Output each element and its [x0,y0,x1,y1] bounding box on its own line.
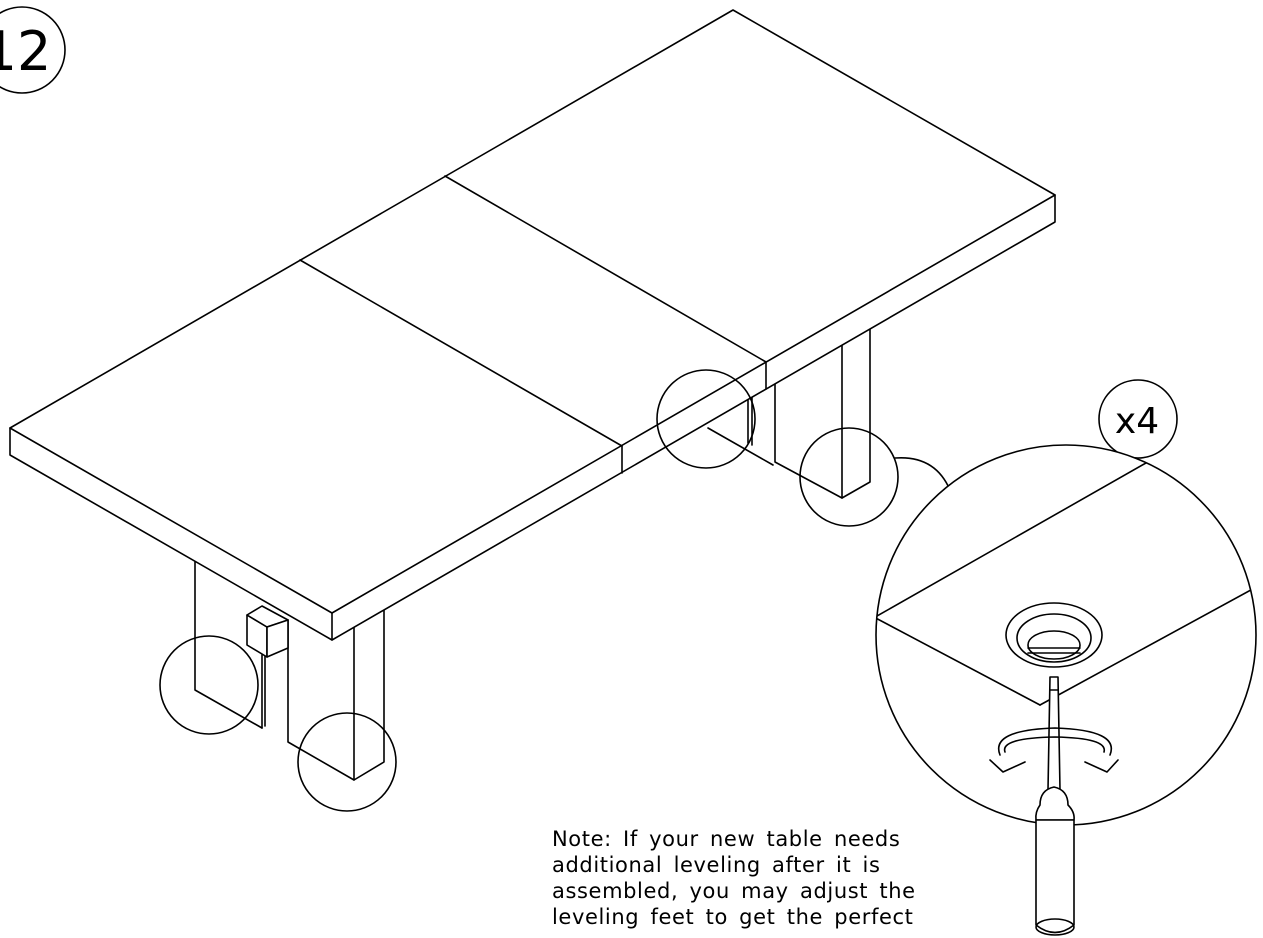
detail-callout [875,444,1257,936]
note-line: assembled, you may adjust the [552,879,916,903]
leg-bracket [246,605,289,658]
foot-circle-3 [656,369,756,469]
step-badge: 12 [0,6,66,94]
callout-connector [894,457,951,491]
leveling-foot [1005,602,1103,668]
rotation-arrow-icon [989,727,1119,773]
note-line: additional leveling after it is [552,853,881,877]
screwdriver [1035,676,1075,936]
foot-highlight-circles [159,369,899,812]
note-line: Note: If your new table needs [552,827,901,851]
foot-circle-1 [159,635,259,735]
note-line: leveling feet to get the perfect [552,905,914,929]
foot-circle-2 [297,712,397,812]
quantity-badge: x4 [1098,379,1178,459]
table-top [9,9,1056,641]
leveling-note: Note: If your new table needs additional… [552,826,982,930]
step-number: 12 [0,20,51,83]
leg-front-left [194,561,385,781]
foot-circle-4 [799,427,899,527]
quantity-label: x4 [1115,401,1159,442]
